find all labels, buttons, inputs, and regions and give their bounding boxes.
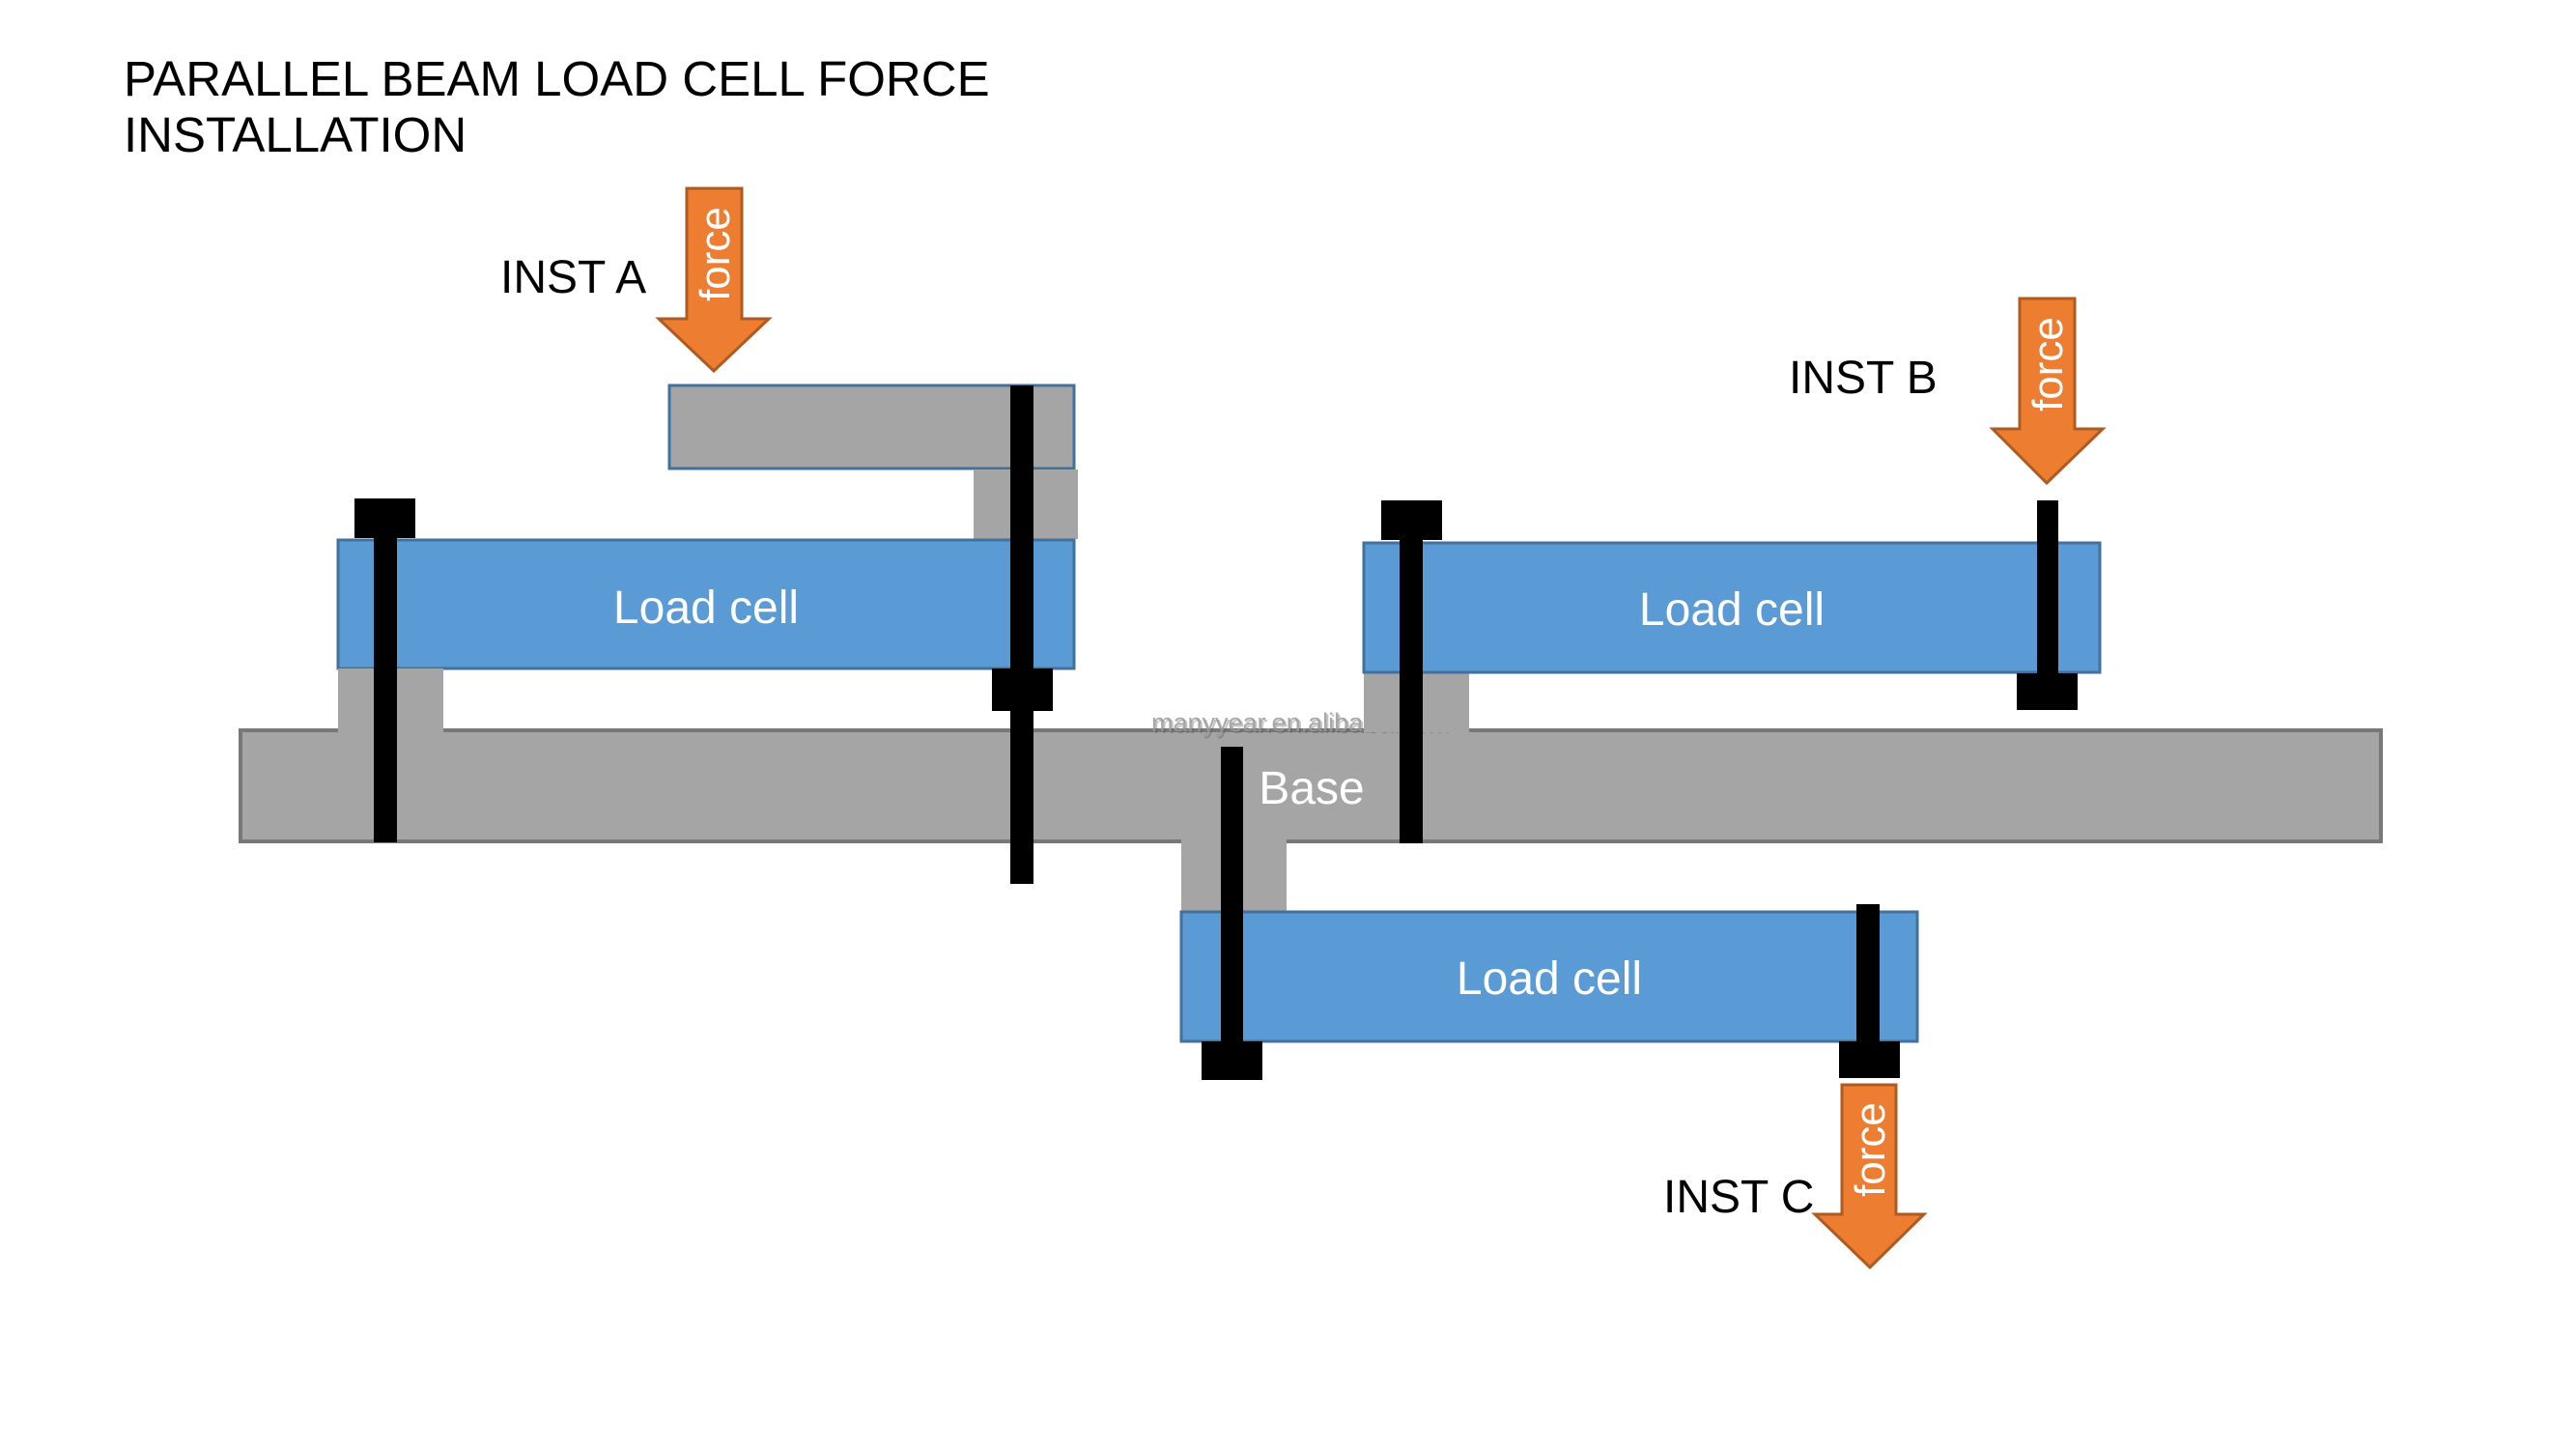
bolt-shaft-a-load [1010, 385, 1033, 884]
bolt-head-b-mount [1381, 500, 1442, 540]
bolt-head-c-load [1839, 1041, 1900, 1078]
bolt-head-a-mount [354, 498, 415, 538]
bolt-shaft-b-load [2037, 500, 2058, 674]
installation-c: Load cell force INST C [1179, 747, 1928, 1270]
force-arrow-a-icon [655, 186, 773, 374]
base-assembly: Base manyyear.en.alibaba.com manyyear.en… [239, 708, 2383, 843]
force-label-c: force [1847, 1102, 1894, 1197]
load-cell-c-label: Load cell [1457, 953, 1642, 1005]
inst-a-label: INST A [500, 252, 646, 303]
force-label-b: force [2024, 317, 2072, 412]
load-cell-c [1179, 910, 1919, 1043]
force-arrow-a: force [655, 186, 773, 374]
force-arrow-b: force [1989, 297, 2107, 486]
bolt-head-b-load [2017, 673, 2078, 710]
installation-b: INST B force Load cell [1362, 297, 2107, 843]
base-label: Base [1259, 763, 1364, 814]
installation-a: INST A force Load cell [336, 186, 1078, 884]
load-cell-a [336, 538, 1076, 670]
bolt-shaft-a-mount [374, 537, 397, 842]
force-arrow-c: force [1811, 1083, 1928, 1270]
inst-c-label: INST C [1663, 1172, 1814, 1223]
bolt-shaft-b-mount [1400, 538, 1423, 843]
bolt-head-c-mount [1202, 1041, 1262, 1080]
diagram-title-line-1: PARALLEL BEAM LOAD CELL FORCE [124, 51, 990, 106]
force-label-a: force [692, 207, 739, 301]
load-cell-b [1362, 541, 2102, 674]
force-arrow-b-icon [1989, 297, 2107, 486]
load-cell-b-label: Load cell [1639, 584, 1825, 636]
loading-plate-a [667, 384, 1076, 470]
bolt-head-a-load [992, 668, 1053, 711]
inst-b-label: INST B [1789, 353, 1938, 404]
bolt-shaft-c-load [1856, 904, 1880, 1044]
force-arrow-c-icon [1811, 1083, 1928, 1270]
load-cell-a-label: Load cell [613, 582, 799, 634]
base-plate [239, 728, 2383, 843]
diagram-title-line-2: INSTALLATION [124, 107, 467, 162]
bolt-shaft-c-mount [1221, 747, 1243, 1046]
